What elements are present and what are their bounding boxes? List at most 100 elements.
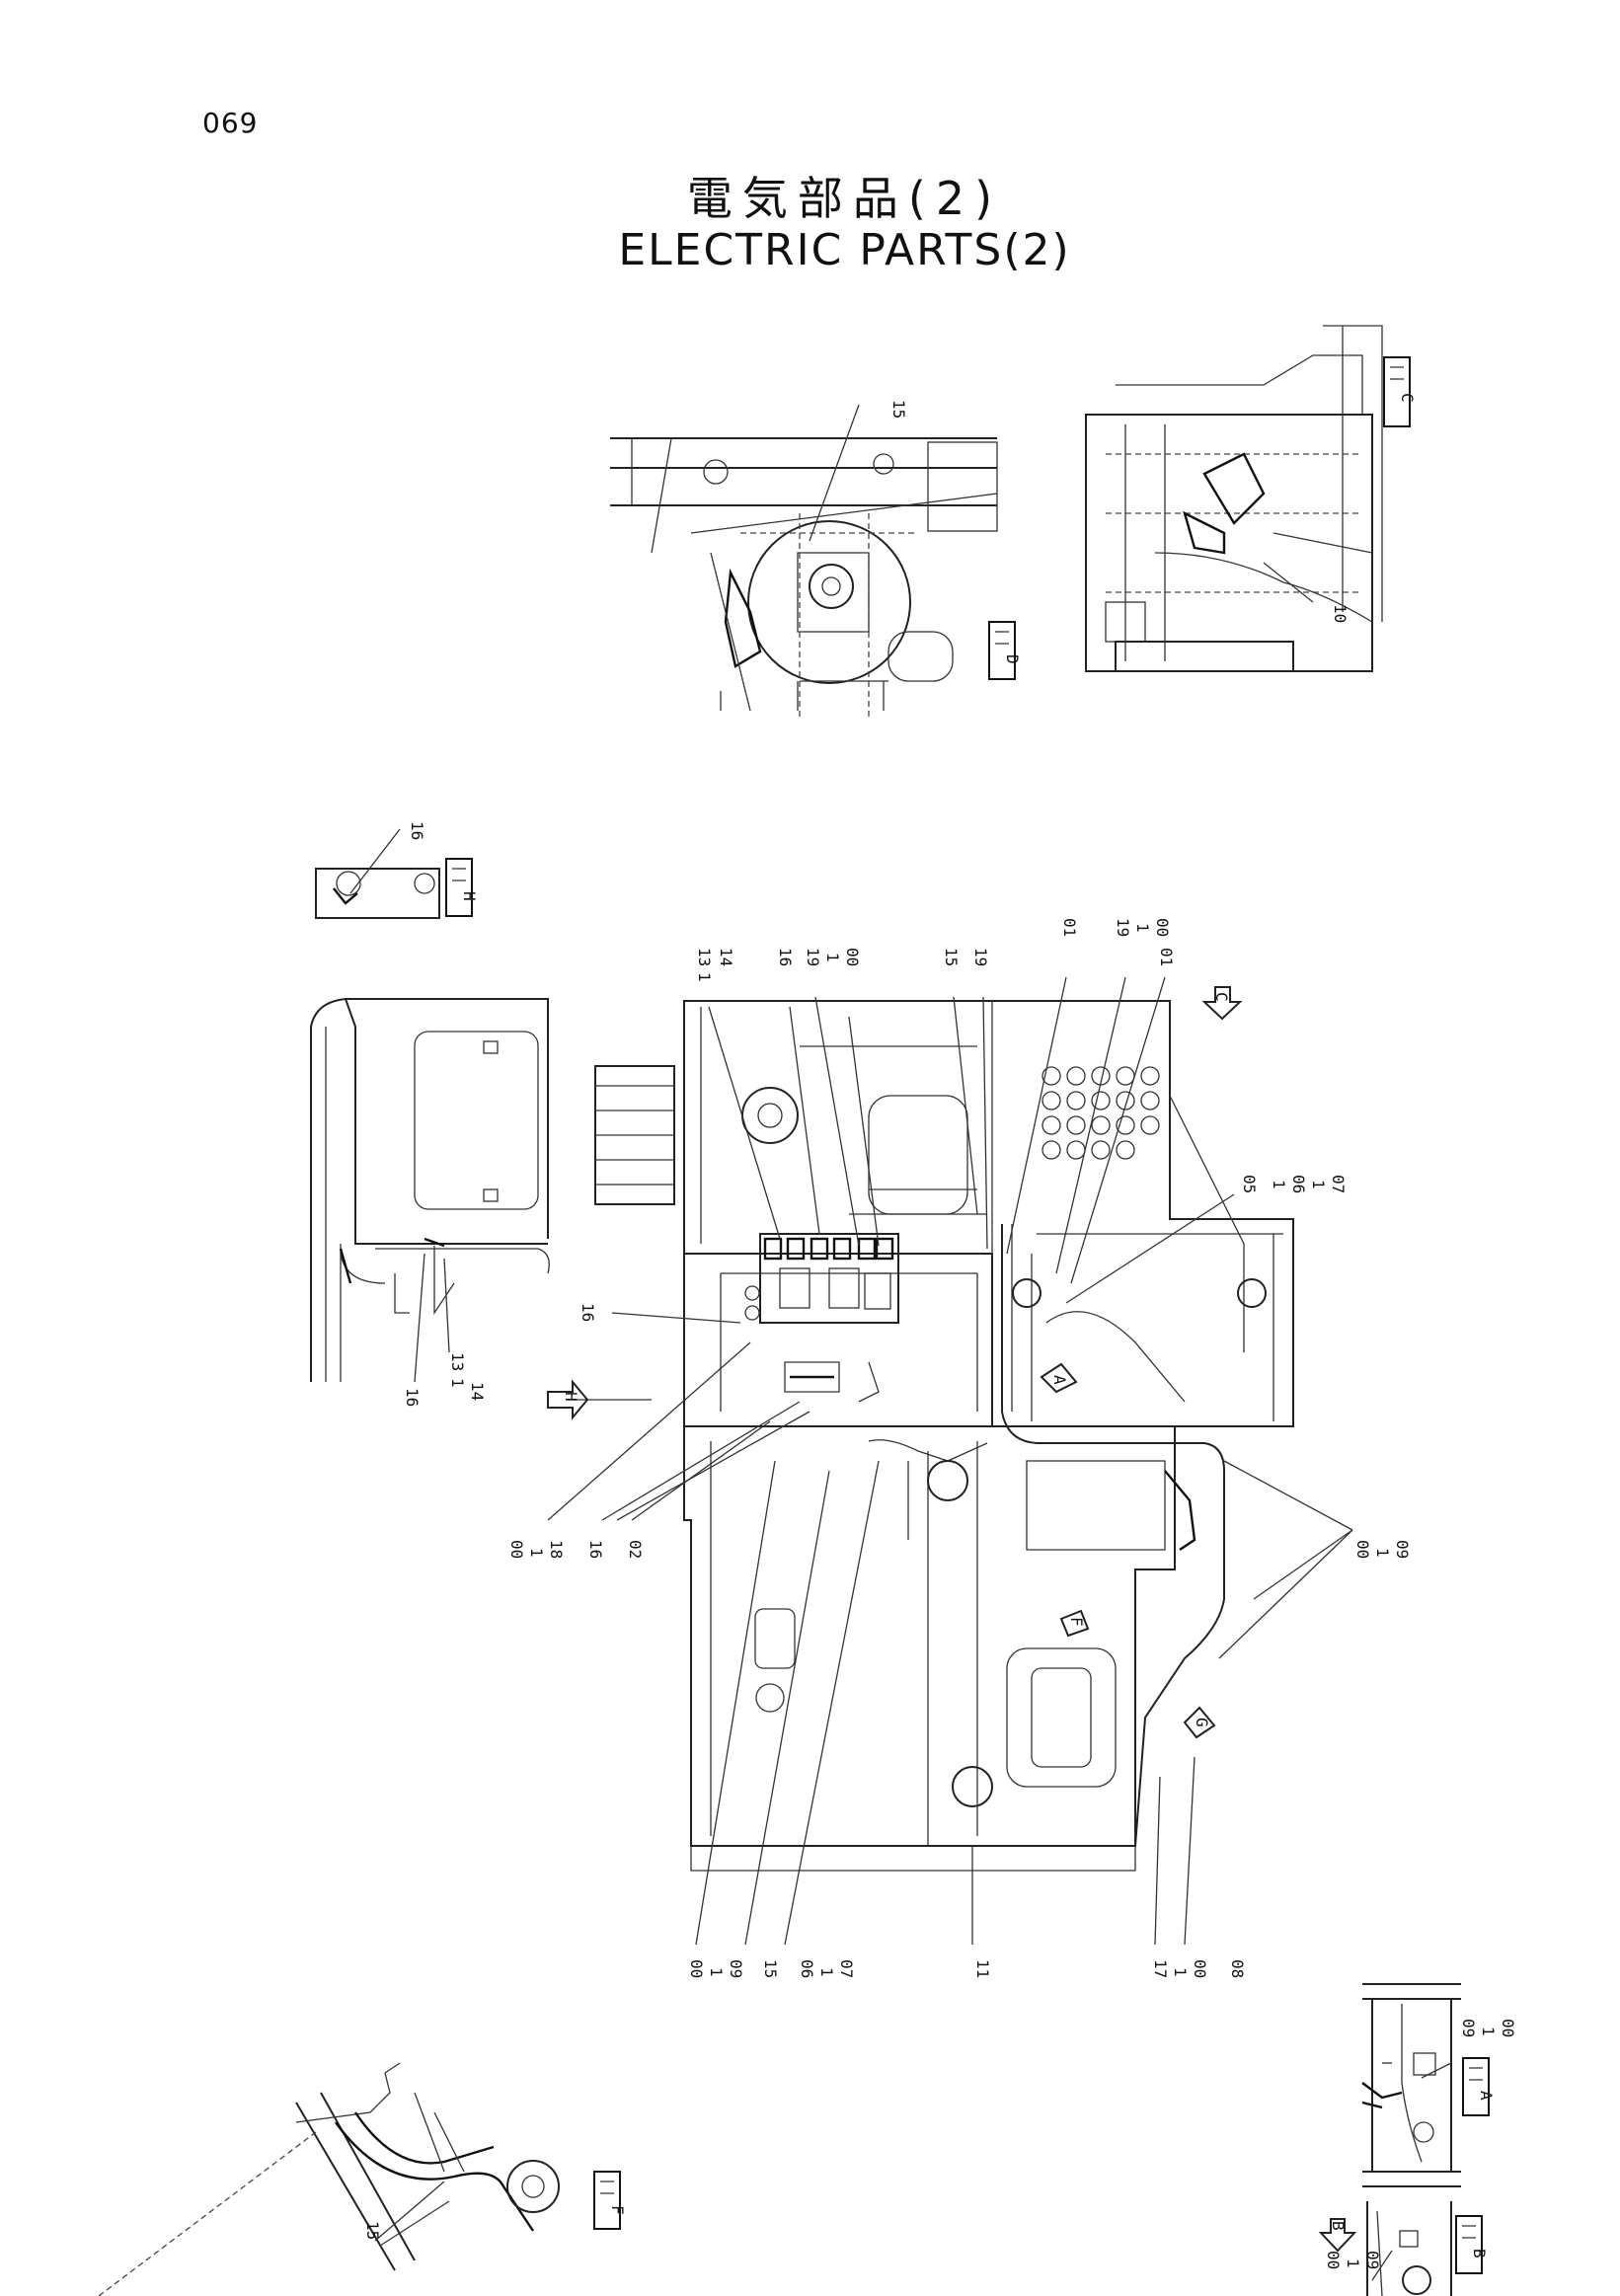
section-tag-f: F — [593, 2171, 627, 2230]
svg-text:1: 1 — [695, 972, 714, 982]
svg-text:19: 19 — [804, 948, 822, 966]
svg-text:01: 01 — [1157, 948, 1176, 966]
svg-text:1: 1 — [448, 1378, 467, 1388]
svg-text:19: 19 — [1114, 918, 1132, 937]
svg-text:1: 1 — [707, 1967, 726, 1977]
relay-cluster — [744, 1233, 899, 1324]
svg-text:05: 05 — [1240, 1175, 1259, 1193]
section-tag-a: A — [1462, 2057, 1496, 2116]
svg-text:1: 1 — [1479, 2027, 1498, 2036]
detail-view-h: 16 H — [315, 821, 479, 919]
callouts-top-row: 13 1 14 16 19 1 00 15 19 01 19 1 00 01 0… — [695, 918, 1348, 1193]
page-title-english: ELECTRIC PARTS(2) — [618, 225, 1071, 275]
svg-text:09: 09 — [1363, 2251, 1382, 2269]
view-arrow-b: B — [1318, 2218, 1357, 2253]
svg-text:1: 1 — [1171, 1967, 1190, 1977]
svg-text:1: 1 — [1344, 2258, 1362, 2268]
svg-text:A: A — [1477, 2091, 1496, 2101]
svg-text:06: 06 — [1289, 1175, 1308, 1193]
svg-text:A: A — [1050, 1375, 1069, 1385]
svg-text:B: B — [1329, 2221, 1348, 2231]
callout-15-top: 15 — [889, 400, 908, 419]
svg-text:16: 16 — [586, 1540, 605, 1559]
svg-text:07: 07 — [837, 1959, 856, 1978]
svg-text:17: 17 — [1151, 1959, 1170, 1978]
svg-text:00: 00 — [687, 1959, 706, 1978]
view-arrow-h: H — [547, 1379, 652, 1420]
svg-text:19: 19 — [971, 948, 990, 966]
svg-text:1: 1 — [817, 1967, 836, 1977]
page-title-japanese: 電気部品(2) — [686, 172, 1003, 225]
detail-view-d: 15 D — [610, 400, 1022, 721]
svg-text:14: 14 — [717, 948, 735, 966]
detail-view-b: B 00 1 09 B — [1318, 2201, 1489, 2296]
svg-text:16: 16 — [776, 948, 795, 966]
svg-text:00: 00 — [1191, 1959, 1209, 1978]
svg-text:15: 15 — [761, 1959, 780, 1978]
svg-text:F: F — [1067, 1617, 1086, 1627]
svg-text:15: 15 — [363, 2221, 382, 2240]
svg-text:00: 00 — [1353, 1540, 1372, 1559]
svg-text:01: 01 — [1060, 918, 1079, 937]
page-number: 069 — [202, 107, 259, 139]
main-top-view: C A F G — [683, 986, 1294, 1872]
detail-view-a: 09 1 00 A — [1361, 1983, 1517, 2187]
svg-text:09: 09 — [727, 1959, 745, 1978]
svg-text:15: 15 — [889, 400, 908, 419]
callout-00-09-b: 00 1 09 — [1324, 2251, 1382, 2269]
svg-text:C: C — [1398, 393, 1417, 403]
svg-text:16: 16 — [408, 821, 426, 840]
svg-text:09: 09 — [1459, 2019, 1478, 2037]
view-arrow-a: A — [1040, 1362, 1078, 1394]
svg-text:11: 11 — [973, 1959, 992, 1978]
svg-text:1: 1 — [1373, 1548, 1392, 1558]
svg-text:00: 00 — [1499, 2019, 1517, 2037]
svg-text:H: H — [460, 891, 479, 901]
svg-text:B: B — [1470, 2249, 1489, 2258]
svg-text:09: 09 — [1393, 1540, 1412, 1559]
svg-text:1: 1 — [823, 953, 842, 962]
detail-view-f: 15 F — [98, 2062, 627, 2296]
svg-text:G: G — [1193, 1718, 1211, 1727]
side-view: 16 13 1 14 H — [310, 998, 675, 1420]
view-arrow-c: C — [1201, 986, 1243, 1021]
svg-text:1: 1 — [1133, 923, 1152, 933]
callout-09-00-a: 09 1 00 — [1459, 2019, 1517, 2037]
svg-text:1: 1 — [1270, 1180, 1288, 1189]
svg-text:00: 00 — [1153, 918, 1172, 937]
callouts-bottom-row: 00 1 09 15 06 1 07 11 17 1 00 08 00 1 09 — [687, 1540, 1412, 1978]
svg-text:00: 00 — [1324, 2251, 1343, 2269]
svg-text:H: H — [562, 1392, 580, 1402]
svg-text:02: 02 — [626, 1540, 645, 1559]
callouts-left-group: 16 00 1 18 16 02 — [507, 1303, 645, 1559]
svg-text:16: 16 — [403, 1388, 422, 1407]
callout-15-f: 15 — [363, 2221, 382, 2240]
section-tag-d: D — [988, 621, 1022, 680]
view-arrow-f: F — [1059, 1609, 1090, 1638]
svg-text:14: 14 — [468, 1382, 487, 1401]
svg-text:F: F — [608, 2205, 627, 2215]
section-tag-b: B — [1455, 2215, 1489, 2274]
callout-16-side: 16 — [403, 1388, 422, 1407]
svg-text:07: 07 — [1329, 1175, 1348, 1193]
leader-lines — [547, 976, 1392, 2064]
svg-text:00: 00 — [843, 948, 862, 966]
detail-view-c: 10 C — [1085, 325, 1417, 672]
callout-13-14-side: 13 1 14 — [448, 1352, 487, 1401]
svg-text:06: 06 — [798, 1959, 816, 1978]
svg-text:13: 13 — [448, 1352, 467, 1371]
section-tag-h: H — [445, 858, 479, 917]
svg-text:18: 18 — [547, 1540, 566, 1559]
svg-text:15: 15 — [942, 948, 961, 966]
view-arrow-g: G — [1183, 1706, 1216, 1739]
svg-text:13: 13 — [695, 948, 714, 966]
svg-text:D: D — [1003, 654, 1022, 664]
svg-text:00: 00 — [507, 1540, 526, 1559]
svg-text:1: 1 — [1309, 1180, 1328, 1189]
section-tag-c: C — [1383, 356, 1417, 427]
svg-text:C: C — [1212, 992, 1231, 1002]
svg-text:08: 08 — [1228, 1959, 1247, 1978]
callout-16-h: 16 — [408, 821, 426, 840]
